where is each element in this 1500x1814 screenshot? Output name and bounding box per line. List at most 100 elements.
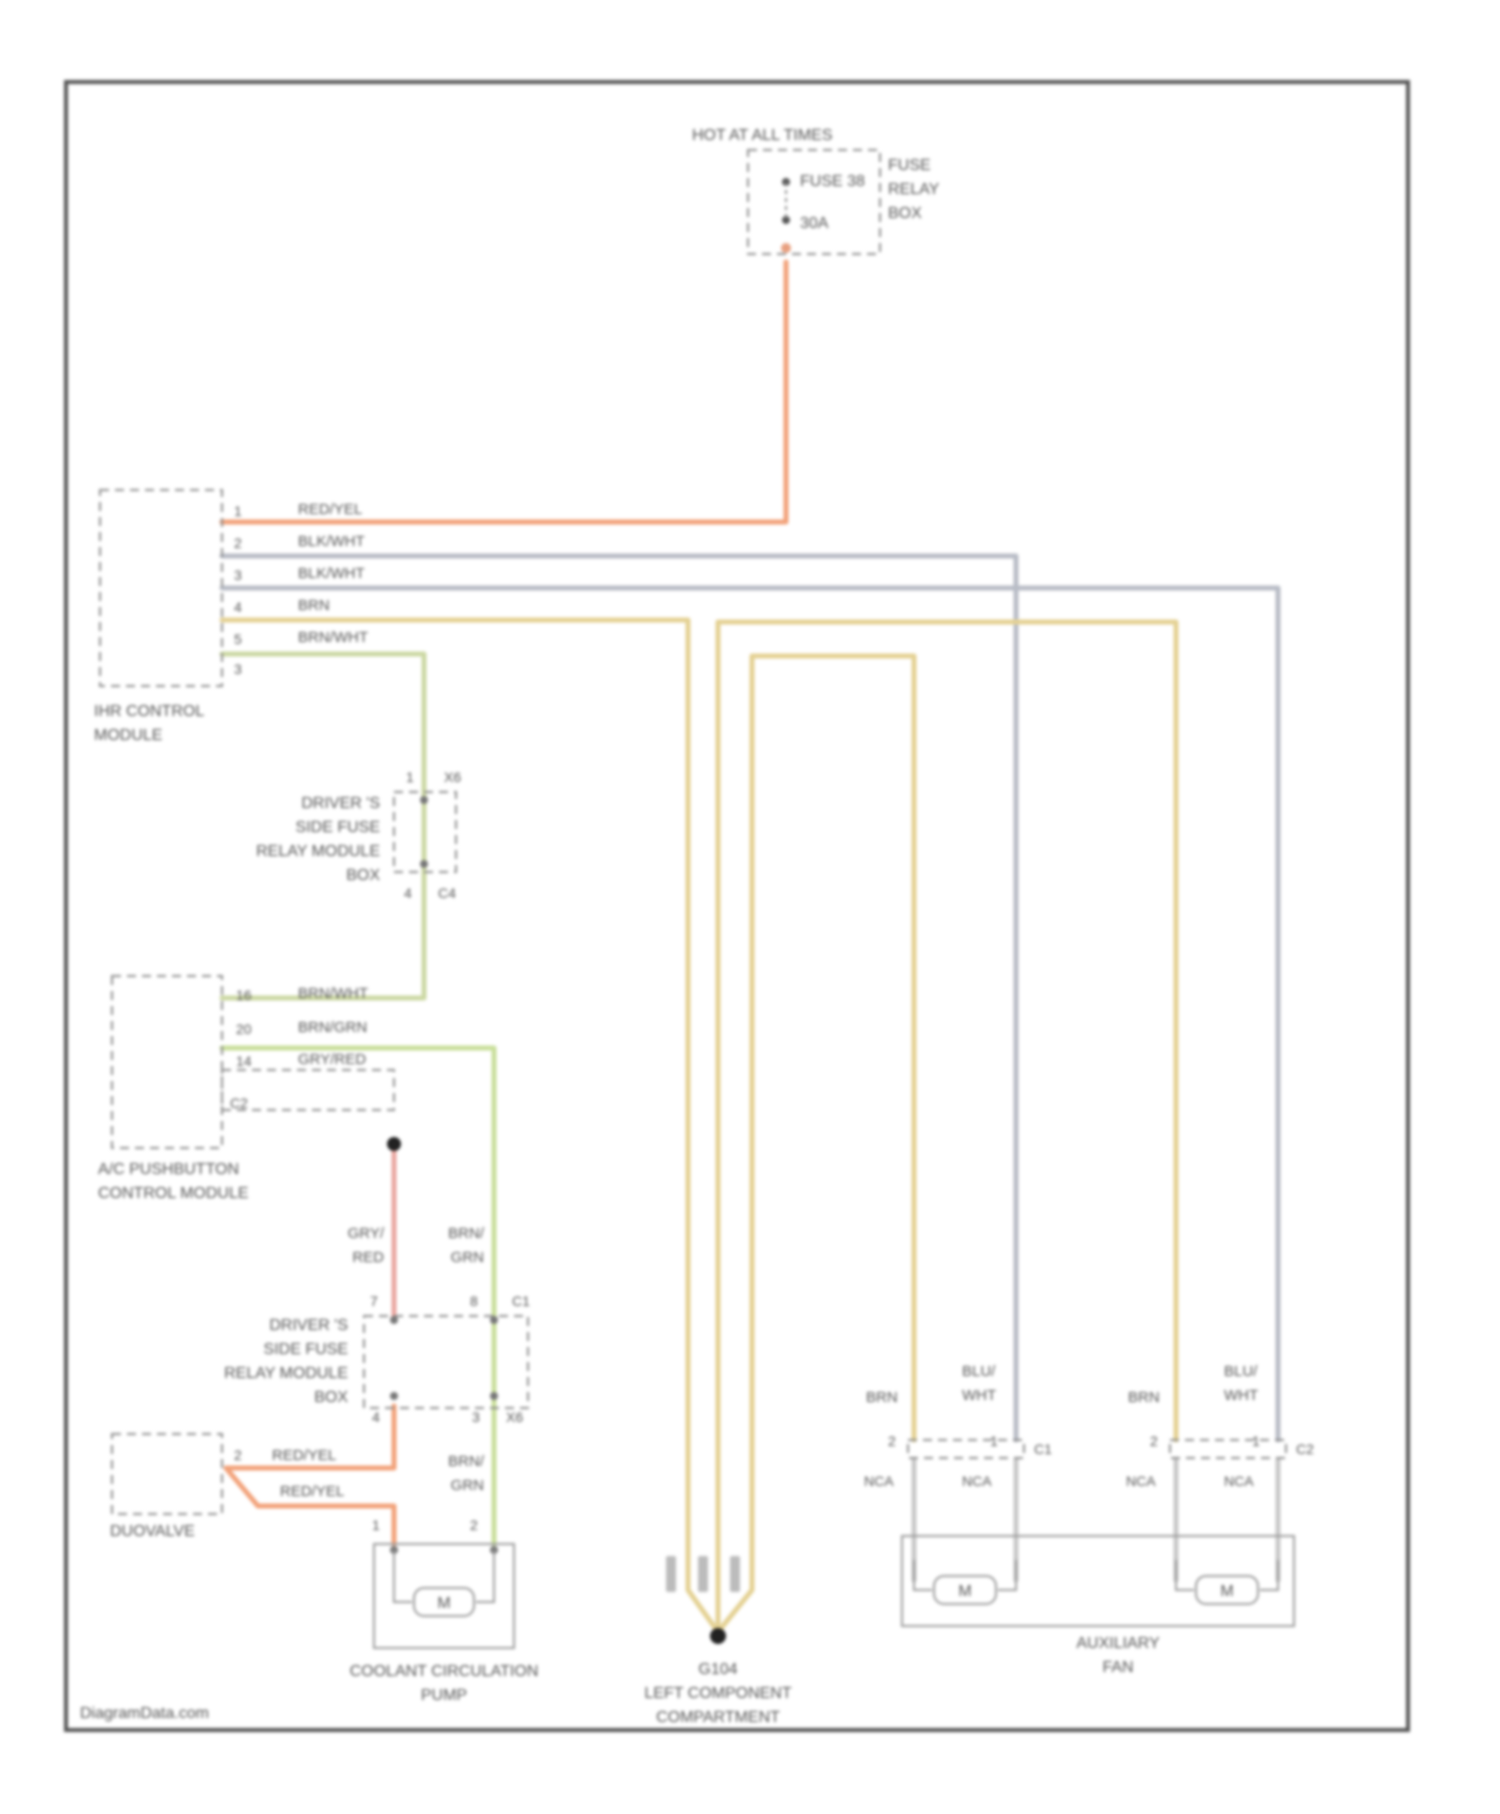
fan-right-connector <box>1170 1440 1286 1458</box>
ihr-module-label-2: MODULE <box>94 727 162 744</box>
dsfrm-bottom-label-2: SIDE FUSE <box>264 1341 348 1358</box>
dsfrm-bottom-conn-top: C1 <box>512 1293 530 1309</box>
fan-left-wire-a: BRN <box>866 1389 898 1406</box>
fuse-output-terminal <box>781 243 791 253</box>
fan-right-nca-b: NCA <box>1224 1473 1254 1489</box>
pump-motor-letter: M <box>437 1595 450 1612</box>
fan-left-nca-a: NCA <box>864 1473 894 1489</box>
gry-red-splice <box>387 1137 401 1151</box>
fan-left-pin-a: 2 <box>888 1433 896 1449</box>
ihr-wire-4: BRN <box>298 597 330 614</box>
dsfrm-bottom-terminal-1 <box>390 1316 398 1324</box>
ac-wire-2: BRN/GRN <box>298 1019 367 1036</box>
duovalve-wire-top: RED/YEL <box>272 1447 336 1464</box>
ihr-pin-1: 1 <box>234 503 242 519</box>
dsfrm-bottom-wire-right-1: BRN/ <box>448 1225 485 1242</box>
dsfrm-top-conn-out: C4 <box>438 885 456 901</box>
fuse-box-label-2: RELAY <box>888 181 940 198</box>
dsfrm-bottom-outline <box>364 1316 528 1408</box>
dsfrm-bottom-terminal-4 <box>490 1392 498 1400</box>
duovalve: 2 RED/YEL RED/YEL DUOVALVE <box>110 1434 344 1540</box>
driver-fuse-relay-box-bottom: GRY/ RED BRN/ GRN 7 8 C1 4 3 X6 DRIVER '… <box>224 1225 530 1425</box>
dsfrm-top-terminal-out <box>420 860 428 868</box>
fan-right-nca-a: NCA <box>1126 1473 1156 1489</box>
ihr-module-outline <box>100 490 222 686</box>
ihr-wire-5: BRN/WHT <box>298 629 368 646</box>
ground-point <box>710 1628 726 1644</box>
fan-left-connector <box>908 1440 1024 1458</box>
ac-pin-2: 20 <box>236 1021 252 1037</box>
ihr-pin-3: 3 <box>234 567 242 583</box>
hot-at-all-times-label: HOT AT ALL TIMES <box>692 127 833 144</box>
pump-pin-left: 1 <box>372 1517 380 1533</box>
fuse-rating-label: 30A <box>800 215 829 232</box>
fan-right-wire-b-1: BLU/ <box>1224 1363 1258 1380</box>
ihr-wire-3: BLK/WHT <box>298 565 365 582</box>
dsfrm-bottom-label-4: BOX <box>314 1389 348 1406</box>
ground-label-3: COMPARTMENT <box>656 1709 780 1726</box>
ground-bundle-band-1 <box>666 1556 676 1592</box>
ac-connector-label: C2 <box>230 1095 248 1111</box>
ground-label-2: LEFT COMPONENT <box>644 1685 792 1702</box>
dsfrm-top-pin-in: 1 <box>406 769 414 785</box>
aux-fan-outline <box>902 1536 1294 1626</box>
ihr-pin-2: 2 <box>234 535 242 551</box>
duovalve-wire-bottom: RED/YEL <box>280 1483 344 1500</box>
dsfrm-bottom-pin-bot-right: 3 <box>472 1409 480 1425</box>
fuse-relay-box: HOT AT ALL TIMES FUSE 38 30A FUSE RELAY … <box>692 127 940 254</box>
dsfrm-top-conn-in: X6 <box>444 769 461 785</box>
fan-left-nca-b: NCA <box>962 1473 992 1489</box>
driver-fuse-relay-box-top: 1 X6 4 C4 DRIVER 'S SIDE FUSE RELAY MODU… <box>256 769 461 901</box>
dsfrm-top-label-1: DRIVER 'S <box>301 795 380 812</box>
duovalve-pin: 2 <box>234 1447 242 1463</box>
ac-wire-3: GRY/RED <box>298 1051 366 1068</box>
fan-left-wire-b-2: WHT <box>962 1387 996 1404</box>
auxiliary-fan: BRN BLU/ WHT 2 1 C1 NCA NCA BRN BLU/ WHT… <box>864 1363 1314 1676</box>
dsfrm-bottom-terminal-2 <box>490 1316 498 1324</box>
ac-module-label-1: A/C PUSHBUTTON <box>98 1161 239 1178</box>
fan-right-motor-letter: M <box>1220 1583 1233 1600</box>
dsfrm-bottom-label-1: DRIVER 'S <box>269 1317 348 1334</box>
aux-fan-label-2: FAN <box>1102 1659 1133 1676</box>
dsfrm-top-terminal-in <box>420 796 428 804</box>
wire-red-yel-feed <box>222 262 786 522</box>
aux-fan-label-1: AUXILIARY <box>1076 1635 1160 1652</box>
ihr-control-module: 1 2 3 4 5 3 RED/YEL BLK/WHT BLK/WHT BRN … <box>94 490 368 744</box>
ac-module-label-2: CONTROL MODULE <box>98 1185 249 1202</box>
fan-right-pin-a: 2 <box>1150 1433 1158 1449</box>
fan-right-wire-a: BRN <box>1128 1389 1160 1406</box>
fan-left-motor-letter: M <box>958 1583 971 1600</box>
pump-wire-2: GRN <box>451 1477 484 1494</box>
fan-left-conn: C1 <box>1034 1441 1052 1457</box>
duovalve-outline <box>112 1434 222 1514</box>
pump-label-2: PUMP <box>421 1687 467 1704</box>
ground-bundle-band-3 <box>730 1556 740 1592</box>
fuse-name-label: FUSE 38 <box>800 173 865 190</box>
ground-label-1: G104 <box>698 1661 737 1678</box>
pump-label-1: COOLANT CIRCULATION <box>350 1663 539 1680</box>
fan-right-conn: C2 <box>1296 1441 1314 1457</box>
fan-right-wire-b-2: WHT <box>1224 1387 1258 1404</box>
duovalve-label: DUOVALVE <box>110 1523 195 1540</box>
dsfrm-bottom-conn-bot: X6 <box>506 1409 523 1425</box>
pump-wire-1: BRN/ <box>448 1453 485 1470</box>
dsfrm-top-pin-out: 4 <box>404 885 412 901</box>
dsfrm-top-label-2: SIDE FUSE <box>296 819 380 836</box>
fuse-box-outline <box>748 150 880 254</box>
ac-pin-3: 14 <box>236 1053 252 1069</box>
ihr-wire-1: RED/YEL <box>298 501 362 518</box>
coolant-circulation-pump: BRN/ GRN 1 2 M COOLANT CIRCULATION PUMP <box>350 1453 539 1704</box>
ac-module-outline <box>112 976 222 1148</box>
ac-pushbutton-module: 16 20 14 BRN/WHT BRN/GRN GRY/RED C2 A/C … <box>98 976 401 1202</box>
dsfrm-bottom-wire-right-2: GRN <box>451 1249 484 1266</box>
ground-bundle-band-2 <box>698 1556 708 1592</box>
diagram-credit: DiagramData.com <box>80 1705 209 1722</box>
ac-pin-1: 16 <box>236 987 252 1003</box>
wires <box>222 262 1278 1632</box>
ihr-module-label-1: IHR CONTROL <box>94 703 204 720</box>
dsfrm-bottom-terminal-3 <box>390 1392 398 1400</box>
ihr-pin-4: 4 <box>234 599 242 615</box>
dsfrm-bottom-pin-top-right: 8 <box>470 1293 478 1309</box>
fuse-box-label-3: BOX <box>888 205 922 222</box>
